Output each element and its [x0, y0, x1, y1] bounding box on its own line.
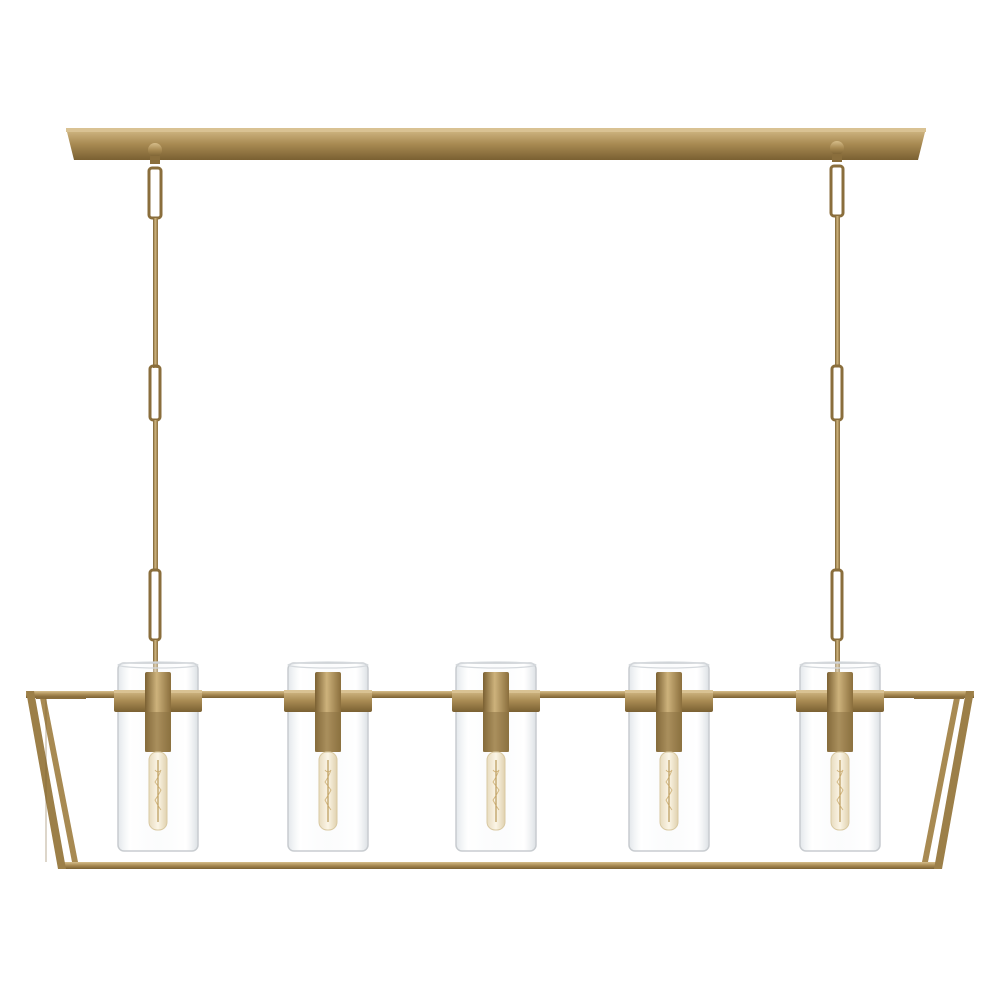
lamp-1	[114, 661, 202, 852]
suspension-rod-left	[147, 143, 163, 676]
suspension-rod-right	[829, 141, 845, 676]
canopy-plate	[66, 128, 926, 160]
lamp-4	[625, 661, 713, 852]
lamp-5	[796, 661, 884, 852]
lamp-group	[114, 661, 884, 852]
lamp-3	[452, 661, 540, 852]
lamp-2	[284, 661, 372, 852]
